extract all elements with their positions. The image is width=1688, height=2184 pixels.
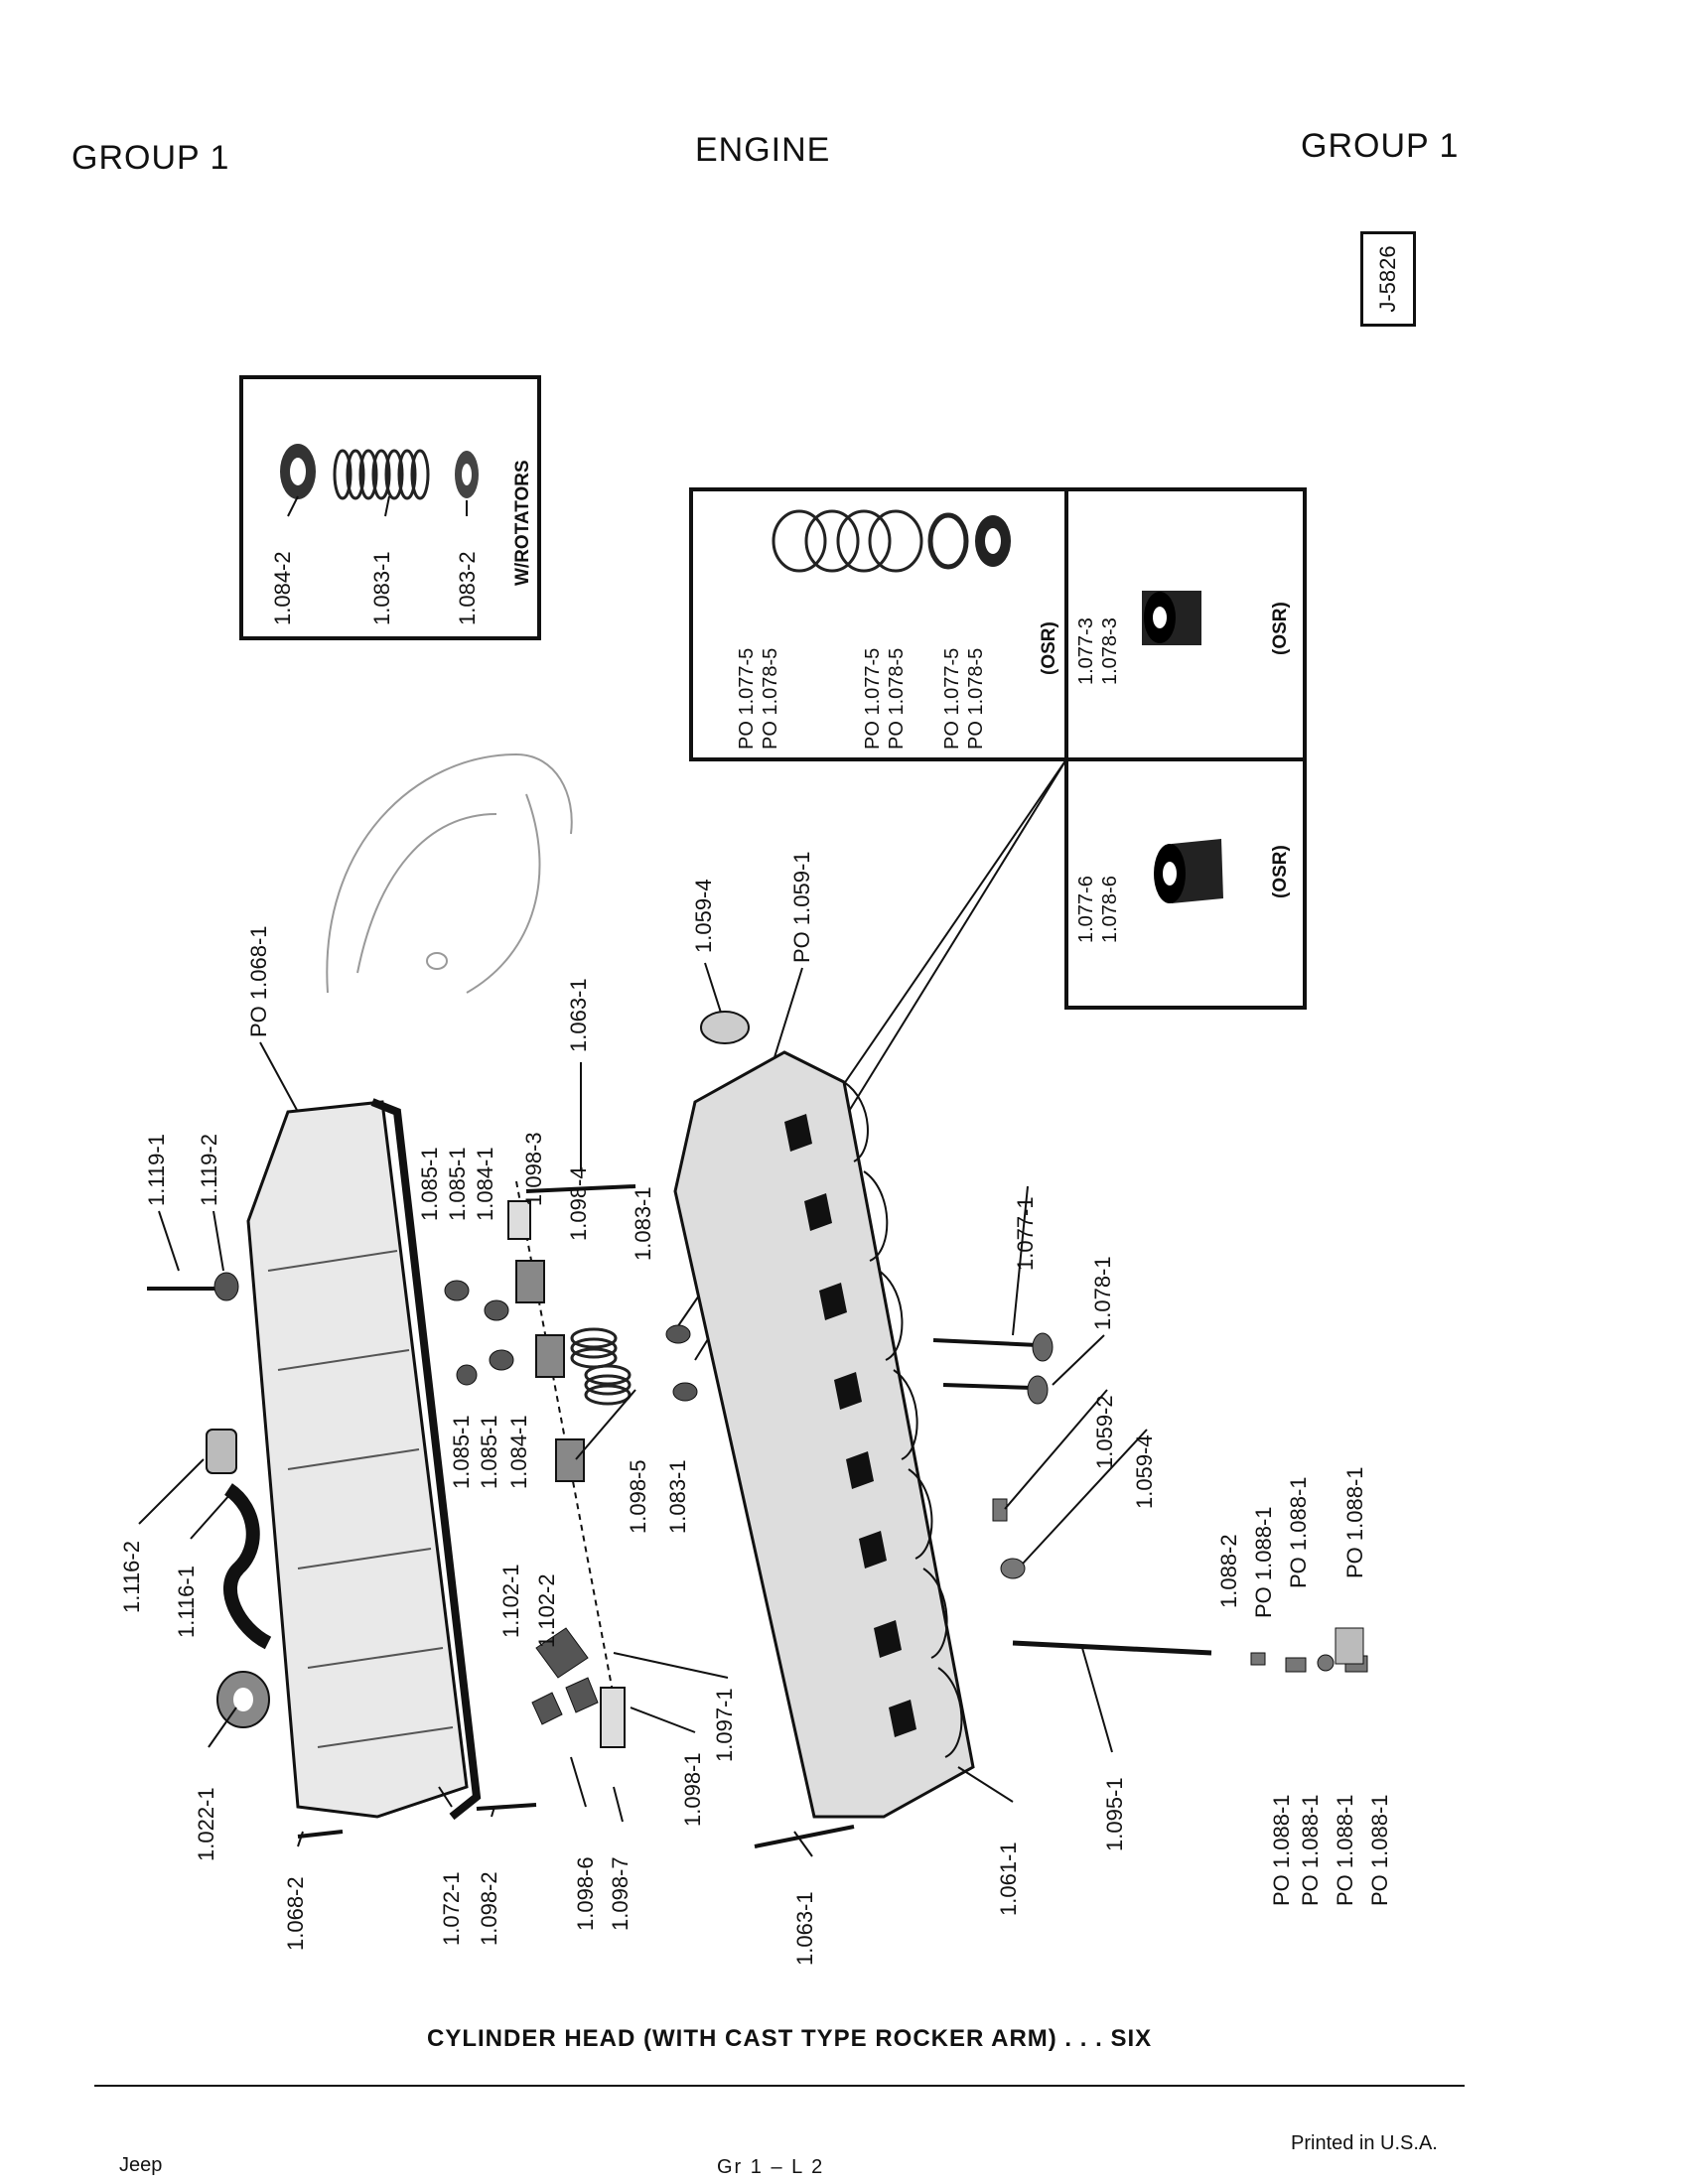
callout: 1.098-4 — [566, 1166, 591, 1241]
callout: PO 1.088-1 — [1367, 1794, 1392, 1906]
callout: 1.085-1 — [445, 1147, 470, 1221]
grommet — [213, 1272, 239, 1301]
callout: PO 1.059-1 — [789, 851, 814, 963]
label: 1.077-6 — [1075, 876, 1097, 943]
callout: 1.098-3 — [521, 1132, 546, 1206]
callout: 1.078-1 — [1090, 1256, 1115, 1330]
callout: 1.119-2 — [197, 1134, 221, 1206]
pcv-hose — [222, 1483, 272, 1650]
callout: 1.059-4 — [1132, 1434, 1157, 1509]
label: PO 1.077-5 — [941, 648, 963, 750]
callout: PO 1.088-1 — [1286, 1476, 1311, 1588]
push-rod — [1012, 1640, 1212, 1656]
label: PO 1.077-5 — [736, 648, 758, 750]
callout: 1.119-1 — [144, 1134, 169, 1206]
inset-rotators: 1.084-2 1.083-1 1.083-2 W/ROTATORS — [239, 375, 541, 640]
callout: 1.063-1 — [566, 978, 591, 1052]
callout: PO 1.088-1 — [1333, 1794, 1357, 1906]
label: PO 1.078-5 — [886, 648, 908, 750]
rocker-cover — [246, 1098, 482, 1821]
rocker-shaft — [507, 1180, 626, 1748]
callout: PO 1.088-1 — [1342, 1466, 1367, 1578]
figure-code-box: J-5826 — [1360, 231, 1416, 327]
callout: 1.098-5 — [626, 1459, 650, 1534]
footer-page-ref: Gr 1 – L 2 — [717, 2156, 825, 2178]
callout: 1.116-1 — [174, 1566, 199, 1638]
callout: 1.095-1 — [1102, 1777, 1127, 1851]
callout: 1.063-1 — [792, 1891, 817, 1966]
inset-note: W/ROTATORS — [512, 460, 533, 586]
label: 1.084-2 — [270, 551, 295, 625]
label: PO 1.077-5 — [862, 648, 884, 750]
leader-lines — [138, 962, 1148, 1857]
callout: 1.098-2 — [477, 1871, 501, 1946]
callout: 1.068-2 — [283, 1876, 308, 1951]
lifter-parts — [992, 1498, 1368, 1673]
callout-labels: PO 1.068-1 1.119-1 1.119-2 1.116-2 1.116… — [119, 851, 1392, 1966]
callout: 1.098-1 — [680, 1752, 705, 1827]
callout: 1.084-1 — [473, 1147, 497, 1221]
inset-note: (OSR) — [1039, 621, 1059, 675]
label: 1.078-6 — [1099, 876, 1121, 943]
callout: 1.084-1 — [506, 1415, 531, 1489]
callout: 1.088-2 — [1216, 1534, 1241, 1608]
rocker-arm-parts — [444, 1280, 599, 1725]
callout: 1.097-1 — [712, 1688, 737, 1762]
bolts — [147, 1184, 855, 1848]
inset-seal-b: 1.077-6 1.078-6 (OSR) — [1064, 757, 1307, 1010]
callout: 1.083-1 — [631, 1186, 655, 1261]
callout: 1.059-4 — [691, 879, 716, 953]
callout: 1.098-7 — [608, 1856, 633, 1931]
label: 1.078-3 — [1099, 617, 1121, 685]
callout: PO 1.088-1 — [1269, 1794, 1294, 1906]
callout: 1.116-2 — [119, 1541, 144, 1613]
callout: 1.059-2 — [1092, 1395, 1117, 1469]
background-housing-sketch — [326, 752, 573, 994]
inset-note: (OSR) — [1270, 845, 1291, 898]
callout: 1.083-1 — [665, 1459, 690, 1534]
callout: 1.085-1 — [477, 1415, 501, 1489]
callout: PO 1.088-1 — [1298, 1794, 1323, 1906]
callout: 1.102-2 — [534, 1573, 559, 1648]
valves — [932, 1338, 1039, 1390]
callout: 1.072-1 — [439, 1871, 464, 1946]
valve-springs — [570, 1327, 632, 1406]
section-title: ENGINE — [695, 131, 831, 169]
label: PO 1.078-5 — [760, 648, 781, 750]
inset-seal-a: 1.077-3 1.078-3 (OSR) — [1064, 487, 1307, 761]
callout: 1.022-1 — [194, 1787, 218, 1861]
callout: PO 1.088-1 — [1251, 1506, 1276, 1618]
footer-rule — [94, 2085, 1465, 2087]
cylinder-head — [673, 1050, 975, 1819]
callout: PO 1.068-1 — [246, 925, 271, 1037]
group-label-left: GROUP 1 — [71, 139, 230, 177]
callout: 1.102-1 — [498, 1564, 523, 1638]
inset-note: (OSR) — [1270, 602, 1291, 655]
callout: 1.098-6 — [573, 1856, 598, 1931]
group-label-right: GROUP 1 — [1301, 127, 1460, 165]
inset-springs: PO 1.077-5 PO 1.078-5 PO 1.077-5 PO 1.07… — [689, 487, 1068, 761]
pcv-grommet — [206, 1429, 237, 1474]
expansion-plug — [700, 1011, 750, 1044]
callout: 1.085-1 — [417, 1147, 442, 1221]
label: PO 1.078-5 — [965, 648, 987, 750]
figure-caption: CYLINDER HEAD (WITH CAST TYPE ROCKER ARM… — [427, 2025, 1153, 2052]
callout: 1.061-1 — [996, 1842, 1021, 1916]
label: 1.083-2 — [455, 551, 480, 625]
footer-print-note: Printed in U.S.A. — [1291, 2132, 1438, 2154]
label: 1.083-1 — [369, 551, 394, 625]
label: 1.077-3 — [1075, 617, 1097, 685]
callout: 1.085-1 — [449, 1415, 474, 1489]
footer-brand: Jeep — [119, 2154, 163, 2176]
